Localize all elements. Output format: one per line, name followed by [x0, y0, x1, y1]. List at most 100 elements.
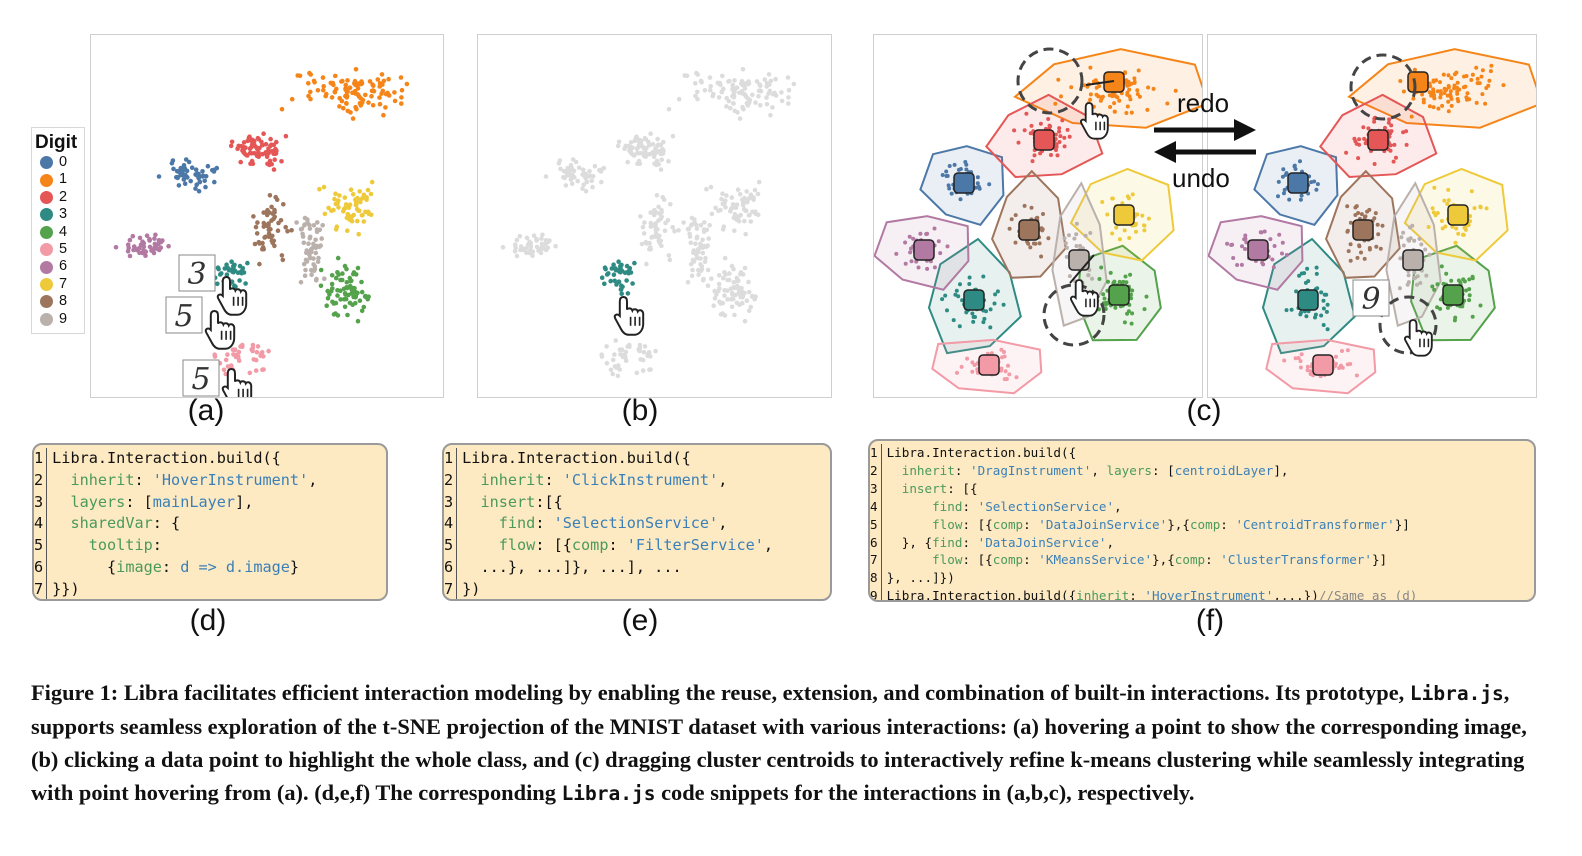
- data-point[interactable]: [125, 249, 131, 254]
- data-point[interactable]: [650, 141, 656, 147]
- data-point[interactable]: [575, 178, 580, 184]
- data-point[interactable]: [353, 300, 358, 306]
- data-point[interactable]: [1438, 92, 1443, 97]
- data-point[interactable]: [988, 307, 993, 312]
- data-point[interactable]: [344, 280, 350, 285]
- data-point[interactable]: [1456, 99, 1461, 104]
- data-point[interactable]: [1442, 91, 1447, 95]
- data-point[interactable]: [1111, 93, 1116, 98]
- data-point[interactable]: [1432, 185, 1437, 190]
- data-point[interactable]: [1151, 86, 1156, 91]
- scatter-panel-a[interactable]: 3 5 5: [90, 34, 444, 398]
- data-point[interactable]: [740, 295, 745, 300]
- data-point[interactable]: [307, 236, 313, 241]
- data-point[interactable]: [271, 238, 277, 244]
- data-point[interactable]: [225, 352, 230, 357]
- data-point[interactable]: [1337, 366, 1342, 370]
- data-point[interactable]: [967, 275, 972, 280]
- data-point[interactable]: [1057, 140, 1062, 144]
- data-point[interactable]: [333, 275, 339, 281]
- data-point[interactable]: [981, 274, 986, 279]
- data-point[interactable]: [344, 215, 350, 221]
- data-point[interactable]: [1012, 128, 1017, 133]
- data-point[interactable]: [1345, 348, 1350, 353]
- data-point[interactable]: [744, 298, 750, 304]
- data-point[interactable]: [321, 87, 326, 93]
- data-point[interactable]: [700, 278, 706, 283]
- data-point[interactable]: [690, 257, 696, 263]
- data-point[interactable]: [1107, 93, 1112, 98]
- data-point[interactable]: [127, 253, 133, 259]
- data-point[interactable]: [342, 195, 348, 200]
- data-point[interactable]: [751, 195, 756, 200]
- data-point[interactable]: [666, 253, 672, 258]
- data-point[interactable]: [1013, 240, 1018, 245]
- data-point[interactable]: [1348, 220, 1353, 225]
- data-point[interactable]: [1461, 232, 1465, 237]
- data-point[interactable]: [379, 72, 385, 77]
- data-point[interactable]: [1259, 230, 1264, 235]
- data-point[interactable]: [911, 236, 916, 241]
- data-point[interactable]: [932, 265, 937, 270]
- data-point[interactable]: [989, 351, 994, 356]
- data-point[interactable]: [1450, 224, 1455, 229]
- data-point[interactable]: [1324, 292, 1329, 297]
- data-point[interactable]: [1470, 72, 1475, 77]
- data-point[interactable]: [1431, 105, 1436, 110]
- data-point[interactable]: [1134, 229, 1138, 234]
- data-point[interactable]: [964, 167, 969, 172]
- data-point[interactable]: [318, 267, 324, 273]
- data-point[interactable]: [701, 227, 707, 232]
- data-point[interactable]: [610, 357, 616, 363]
- data-point[interactable]: [334, 224, 340, 229]
- data-point[interactable]: [1053, 132, 1058, 137]
- data-point[interactable]: [323, 93, 328, 99]
- data-point[interactable]: [1280, 240, 1285, 245]
- data-point[interactable]: [945, 174, 950, 178]
- data-point[interactable]: [1289, 307, 1294, 312]
- data-point[interactable]: [718, 312, 724, 317]
- data-point[interactable]: [345, 228, 350, 233]
- data-point[interactable]: [184, 168, 190, 174]
- data-point[interactable]: [1445, 305, 1450, 310]
- data-point[interactable]: [636, 138, 641, 144]
- data-point[interactable]: [708, 84, 713, 89]
- data-point[interactable]: [698, 262, 703, 267]
- data-point[interactable]: [1132, 76, 1137, 81]
- cluster-centroid[interactable]: [913, 239, 935, 261]
- data-point[interactable]: [166, 243, 171, 249]
- data-point[interactable]: [732, 312, 737, 318]
- data-point[interactable]: [399, 87, 405, 93]
- data-point[interactable]: [216, 266, 221, 272]
- data-point[interactable]: [993, 292, 998, 297]
- data-point[interactable]: [1489, 63, 1494, 68]
- data-point[interactable]: [655, 234, 661, 240]
- data-point[interactable]: [1060, 118, 1065, 123]
- data-point[interactable]: [700, 237, 705, 243]
- data-point[interactable]: [630, 281, 635, 286]
- data-point[interactable]: [266, 227, 272, 233]
- data-point[interactable]: [268, 136, 273, 142]
- data-point[interactable]: [263, 141, 269, 147]
- data-point[interactable]: [1074, 232, 1079, 237]
- kmeans-scatterplot-before[interactable]: [874, 35, 1203, 398]
- data-point[interactable]: [705, 267, 711, 273]
- data-point[interactable]: [936, 239, 941, 244]
- scatter-panel-b[interactable]: [477, 34, 832, 398]
- data-point[interactable]: [272, 157, 277, 162]
- data-point[interactable]: [514, 253, 520, 259]
- data-point[interactable]: [1470, 274, 1475, 279]
- data-point[interactable]: [237, 263, 243, 269]
- data-point[interactable]: [1064, 245, 1069, 250]
- data-point[interactable]: [1353, 139, 1358, 144]
- data-point[interactable]: [392, 90, 397, 95]
- data-point[interactable]: [273, 151, 278, 157]
- data-point[interactable]: [224, 262, 229, 267]
- data-point[interactable]: [1484, 86, 1489, 90]
- data-point[interactable]: [260, 367, 265, 373]
- data-point[interactable]: [338, 297, 343, 302]
- data-point[interactable]: [1142, 307, 1147, 312]
- cluster-centroid[interactable]: [1352, 219, 1374, 241]
- data-point[interactable]: [1088, 231, 1093, 235]
- data-point[interactable]: [1439, 264, 1444, 269]
